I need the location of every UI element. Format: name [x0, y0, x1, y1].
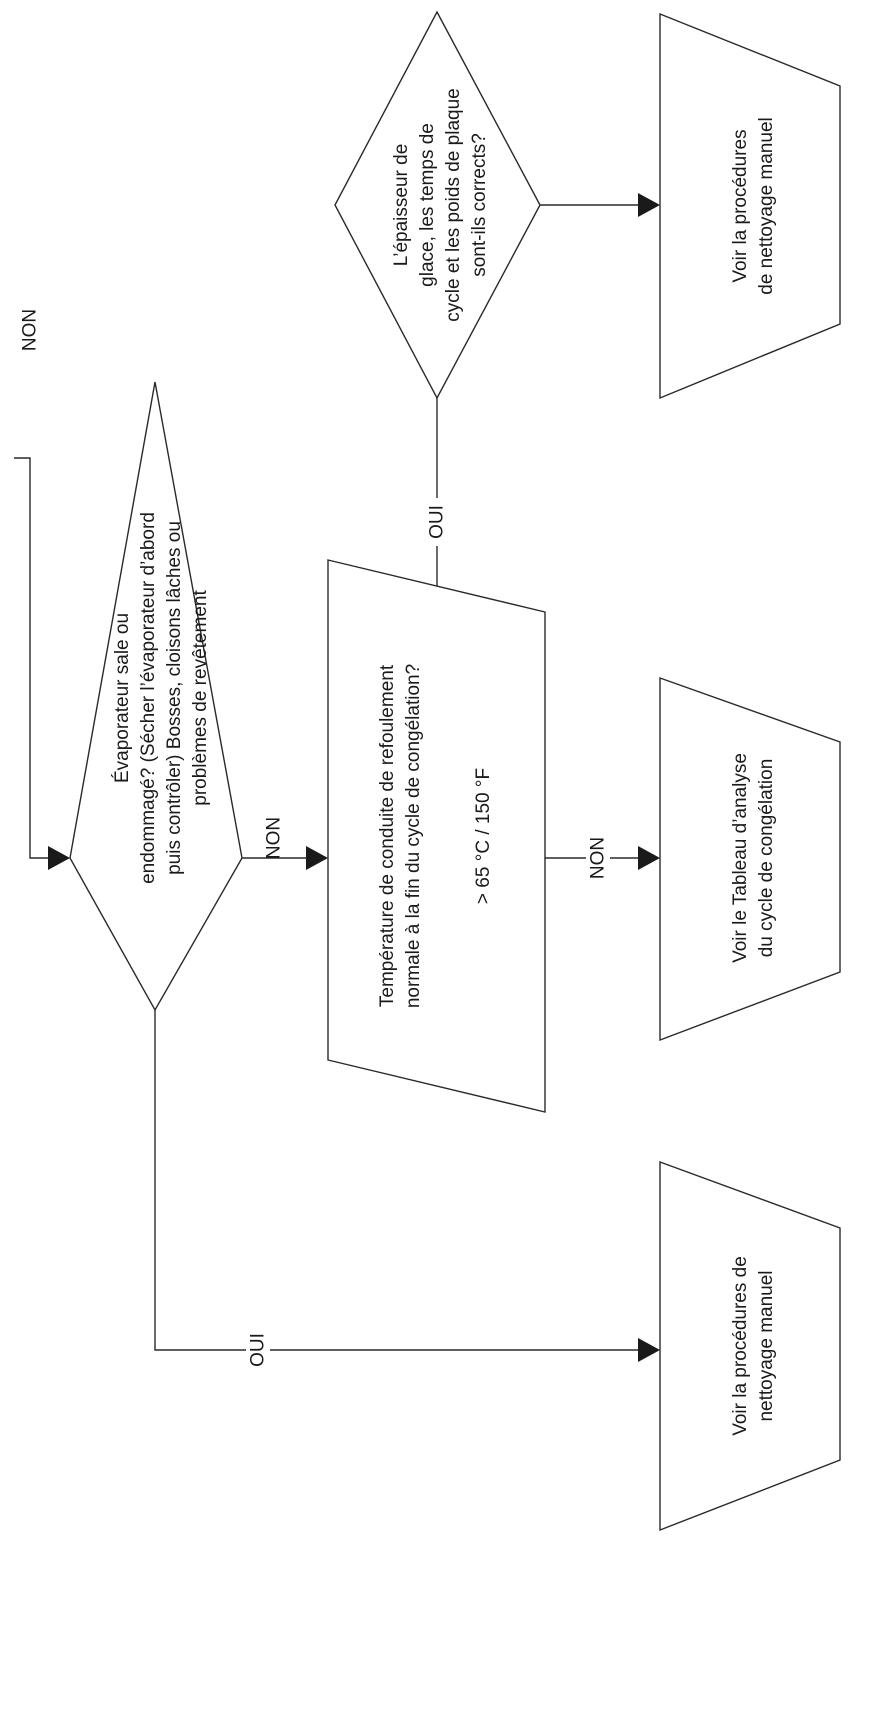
ice-thickness-line: cycle et les poids de plaque [443, 88, 464, 321]
evaporator-check-text: Évaporateur sale ou endommagé? (Sécher l… [112, 512, 211, 884]
ice-thickness-text: L’épaisseur de glace, les temps de cycle… [391, 88, 490, 321]
freeze-cycle-table-line: Voir le Tableau d’analyse [730, 753, 751, 963]
freeze-cycle-table-trapezoid [659, 677, 841, 1042]
edge-label-non-evaporator: NON [264, 817, 285, 859]
manual-cleaning-top-line: de nettoyage manuel [756, 117, 777, 294]
manual-cleaning-top-trapezoid [659, 12, 841, 400]
discharge-temp-line: Température de conduite de refoulement [377, 664, 398, 1007]
discharge-temp-parallelogram [327, 559, 546, 1113]
manual-cleaning-top-text: Voir la procédures de nettoyage manuel [730, 117, 777, 294]
evaporator-check-line: Évaporateur sale ou [112, 613, 133, 783]
ice-thickness-line: L’épaisseur de [391, 144, 412, 267]
evaporator-check-line: endommagé? (Sécher l’évaporateur d’abord [138, 512, 159, 884]
discharge-temp-line: normale à la fin du cycle de congélation… [403, 664, 424, 1008]
arrowhead [638, 193, 660, 217]
manual-cleaning-bottom-text: Voir la procédures de nettoyage manuel [730, 1256, 777, 1436]
ice-thickness-line: sont-ils corrects? [469, 133, 490, 277]
connector-evaporator-to-cleaning [154, 1010, 638, 1351]
discharge-temp-text: Température de conduite de refoulement n… [377, 664, 494, 1008]
ice-thickness-line: glace, les temps de [417, 123, 438, 287]
arrowhead [638, 846, 660, 870]
arrowhead [638, 1338, 660, 1362]
manual-cleaning-bottom-trapezoid [659, 1160, 841, 1532]
arrowhead [306, 846, 328, 870]
manual-cleaning-bottom-line: nettoyage manuel [756, 1270, 777, 1421]
evaporator-decision-diamond [69, 381, 243, 1012]
evaporator-check-line: problèmes de revêtement [190, 590, 211, 806]
manual-cleaning-bottom-line: Voir la procédures de [730, 1256, 751, 1436]
ice-thickness-decision-diamond [334, 10, 541, 400]
freeze-cycle-table-text: Voir le Tableau d’analyse du cycle de co… [730, 753, 777, 963]
freeze-cycle-table-line: du cycle de congélation [756, 759, 777, 958]
edge-label-non-discharge: NON [588, 837, 609, 879]
edge-label-non-top: NON [20, 309, 41, 351]
arrowhead [48, 846, 70, 870]
manual-cleaning-top-line: Voir la procédures [730, 129, 751, 282]
connector-non-top [14, 457, 48, 859]
edge-label-oui-evaporator: OUI [248, 1333, 269, 1367]
edge-label-oui-discharge: OUI [427, 505, 448, 539]
evaporator-check-line: puis contrôler) Bosses, cloisons lâches … [164, 521, 185, 875]
discharge-temp-value: > 65 °C / 150 °F [473, 768, 494, 904]
